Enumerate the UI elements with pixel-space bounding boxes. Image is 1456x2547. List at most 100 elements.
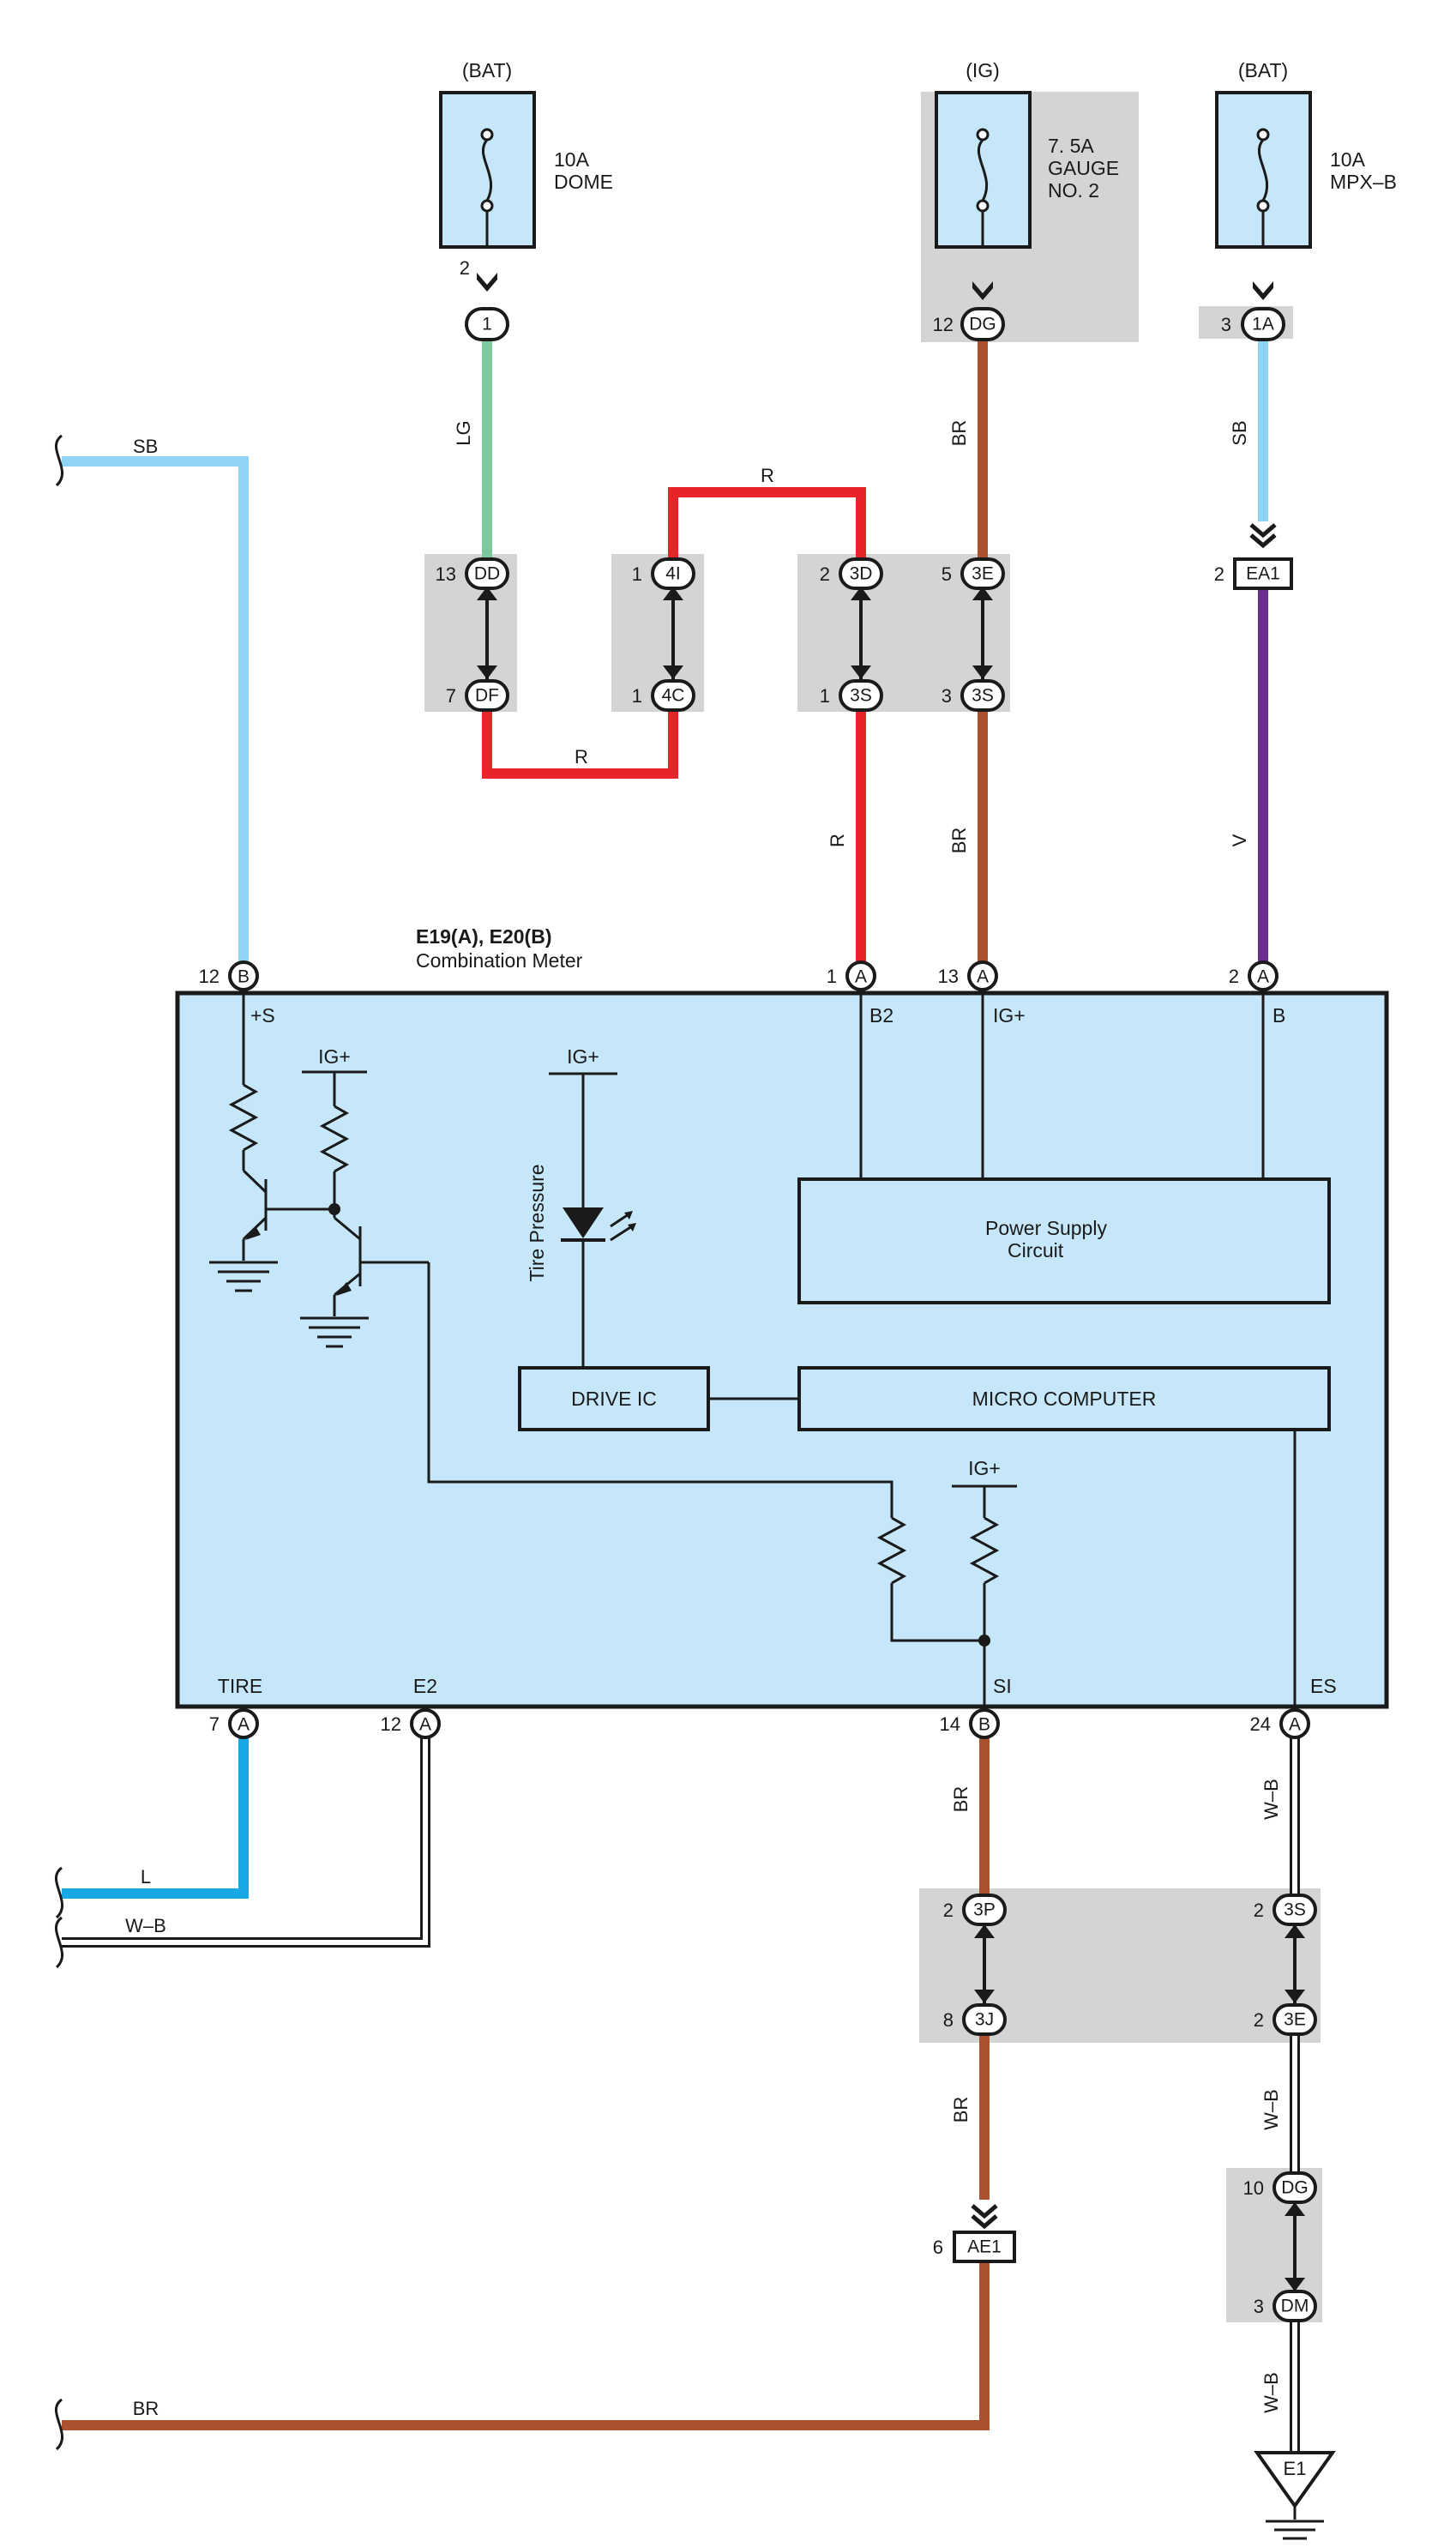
wire-sb-right-label: SB	[1229, 420, 1250, 445]
connector-dd: DD	[465, 557, 509, 590]
svg-text:3S: 3S	[972, 686, 994, 706]
connector-dg-top-pin: 12	[933, 314, 954, 335]
svg-text:A: A	[238, 1715, 250, 1735]
connector-df: DF	[465, 679, 509, 712]
terminal-es-name: ES	[1310, 1675, 1337, 1697]
wire-br-after-label: BR	[950, 2097, 972, 2123]
terminal-b2-pin: 1	[827, 966, 837, 987]
wire-r-vert-label: R	[827, 834, 848, 847]
arrow-gauge	[972, 281, 993, 300]
internal-power-lines	[708, 993, 1297, 1707]
fuse-dome-supply: (BAT)	[462, 59, 512, 81]
terminal-b-name: B	[1272, 1004, 1285, 1027]
connector-ea1: EA1	[1233, 557, 1293, 590]
connector-3p: 3P	[962, 1894, 1007, 1926]
svg-text:DF: DF	[475, 686, 499, 706]
connector-3e-c-pin: 2	[1254, 2009, 1264, 2031]
power-supply-circuit	[797, 1177, 1331, 1304]
wire-wb-low-label: W–B	[1260, 2372, 1282, 2413]
connector-dm-pin: 3	[1254, 2296, 1264, 2317]
transistor-1-arrow	[245, 1226, 261, 1240]
svg-text:AE1: AE1	[967, 2237, 1002, 2257]
svg-text:A: A	[1257, 967, 1269, 987]
wire-br-bottom-label: BR	[133, 2398, 159, 2419]
ground-e1: E1	[1254, 2451, 1336, 2540]
terminal-tire-name: TIRE	[218, 1675, 262, 1697]
fuse-dome	[439, 91, 536, 249]
connector-4i: 4I	[651, 557, 695, 590]
wire-sb-left	[62, 456, 249, 969]
connector-4c-pin: 1	[632, 685, 642, 707]
svg-text:A: A	[977, 967, 989, 987]
fuse-gauge-rating: 7. 5A	[1048, 135, 1094, 157]
svg-text:DG: DG	[1281, 2178, 1309, 2198]
connector-dg-bottom-pin: 10	[1243, 2177, 1264, 2199]
wire-wb-mid-label: W–B	[1260, 2089, 1282, 2130]
connector-3p-pin: 2	[943, 1900, 954, 1921]
wire-wb-left	[62, 1724, 430, 1948]
fuse-gauge-name-2: NO. 2	[1048, 179, 1099, 202]
terminal-b2-name: B2	[869, 1004, 893, 1027]
svg-text:3P: 3P	[973, 1900, 996, 1920]
wire-br-bottom	[62, 2260, 990, 2430]
svg-text:3E: 3E	[1284, 2010, 1306, 2030]
terminal-si-name: SI	[993, 1675, 1012, 1697]
lamp-label: Tire Pressure	[526, 1164, 548, 1281]
ae1-chevron	[971, 2204, 998, 2230]
fuse-dome-name: DOME	[554, 171, 613, 193]
wire-br-lower-label: BR	[950, 1786, 972, 1813]
wire-wb-es-label: W–B	[1260, 1779, 1282, 1820]
wire-r-bottom-label: R	[575, 746, 588, 768]
svg-text:3J: 3J	[975, 2010, 994, 2030]
terminal-ig: A	[967, 960, 998, 991]
terminal-e2: A	[410, 1708, 441, 1739]
connector-ea1-pin: 2	[1214, 563, 1224, 585]
connector-3s-c: 3S	[1272, 1894, 1317, 1926]
connector-1a-pin: 3	[1221, 314, 1231, 335]
wire-r-bottom	[482, 696, 678, 779]
connector-ae1: AE1	[953, 2231, 1016, 2263]
connector-3j-pin: 8	[943, 2009, 954, 2031]
wire-br-mid-label: BR	[948, 828, 970, 854]
combination-meter	[175, 990, 1389, 1709]
connector-3s-b-pin: 3	[942, 685, 952, 707]
wire-sb-left-label: SB	[133, 436, 158, 457]
svg-text:3S: 3S	[1284, 1900, 1306, 1920]
connector-3s-b: 3S	[960, 679, 1005, 712]
wire-wb-left-label: W–B	[125, 1915, 166, 1936]
fuse-mpx-rating: 10A	[1330, 148, 1366, 171]
terminal-ig-pin: 13	[938, 966, 959, 987]
svg-text:E1: E1	[1284, 2458, 1307, 2479]
wire-break-wb	[55, 1916, 63, 1969]
connector-4i-pin: 1	[632, 563, 642, 585]
terminal-s: B	[228, 960, 259, 995]
svg-text:1A: 1A	[1252, 315, 1274, 334]
connector-df-pin: 7	[446, 685, 456, 707]
fuse-mpx	[1215, 91, 1312, 249]
connector-3d: 3D	[839, 557, 883, 590]
terminal-e2-pin: 12	[381, 1713, 401, 1735]
terminal-tire-pin: 7	[209, 1713, 220, 1735]
arrow-mpx	[1253, 281, 1273, 300]
connector-1a: 1A	[1241, 307, 1285, 341]
connector-3s-c-pin: 2	[1254, 1900, 1264, 1921]
terminal-si-pin: 14	[940, 1713, 960, 1735]
connector-dg-top: DG	[960, 307, 1005, 341]
terminal-ig-name: IG+	[993, 1004, 1026, 1027]
terminal-b2: A	[845, 960, 876, 991]
connector-3s-a-pin: 1	[820, 685, 830, 707]
svg-text:4I: 4I	[665, 564, 681, 584]
internal-ig-circuit	[300, 1070, 984, 1642]
svg-text:A: A	[419, 1715, 431, 1735]
wire-l	[62, 1724, 249, 1899]
fuse-dome-rating: 10A	[554, 148, 590, 171]
svg-text:B: B	[978, 1715, 990, 1735]
connector-3d-pin: 2	[820, 563, 830, 585]
ea1-chevron	[1249, 523, 1277, 549]
wire-lg-label: LG	[453, 420, 474, 445]
terminal-tire: A	[228, 1708, 259, 1739]
drive-ic-label: DRIVE IC	[571, 1388, 657, 1410]
wire-r-top	[668, 487, 866, 569]
wire-r-top-label: R	[761, 465, 774, 486]
micro-computer	[797, 1366, 1331, 1431]
